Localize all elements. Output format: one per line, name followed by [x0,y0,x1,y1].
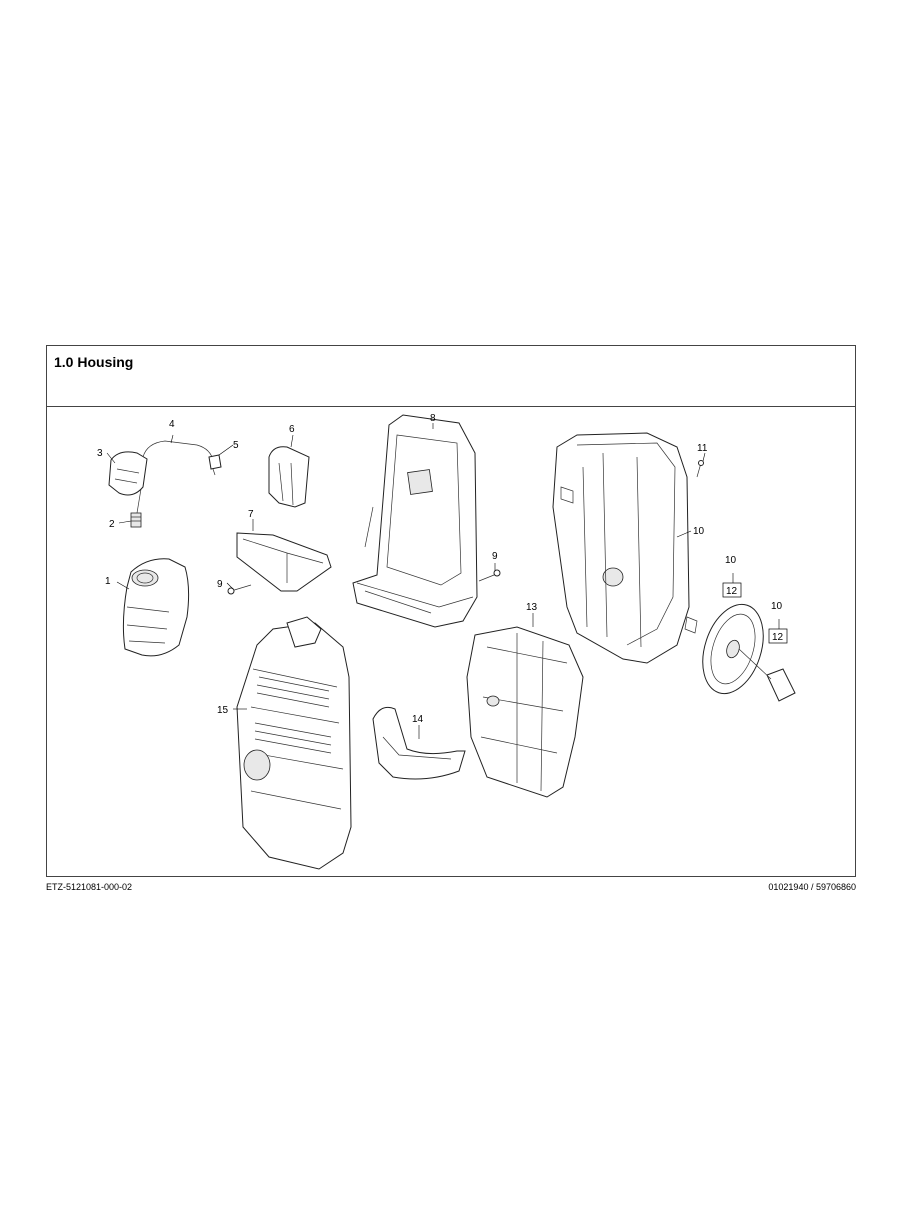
part-4-suction-hose [136,440,214,514]
leader-lines [106,423,780,739]
page-title: 1.0 Housing [54,354,134,370]
callout-1: 1 [105,576,111,587]
part-1-detergent-tank [122,558,190,657]
part-3-clip [108,451,148,496]
part-2-filter [130,512,142,528]
footer-part-numbers: 01021940 / 59706860 [768,882,856,892]
part-7-accessory-tray [236,532,332,592]
part-12-axle [738,648,796,702]
callout-13: 13 [526,602,538,613]
part-9-screw-left [227,584,252,595]
callout-10-c: 10 [771,601,783,612]
part-6-hose-holder [268,446,310,508]
callout-3: 3 [97,448,103,459]
part-15-front-housing [236,616,352,870]
callout-6: 6 [289,424,295,435]
callout-5: 5 [233,440,239,451]
footer-document-code: ETZ-5121081-000-02 [46,882,133,892]
part-13-inner-chassis [466,626,584,798]
callout-9-left: 9 [217,579,223,590]
callout-12-a-box [722,582,742,598]
callout-11: 11 [697,443,708,454]
callout-7: 7 [248,509,254,520]
callout-labels: 1 2 3 4 5 6 7 9 8 9 11 10 10 12 10 12 13… [97,413,788,725]
title-band: 1.0 Housing [47,346,855,407]
part-14-bracket [372,706,466,780]
callout-14: 14 [412,714,424,725]
callout-10-b: 10 [725,555,737,566]
callout-4: 4 [169,419,175,430]
part-8-front-cover [352,414,478,628]
part-11-screw [696,460,704,478]
exploded-view-drawing: 1 2 3 4 5 6 7 9 8 9 11 10 10 12 10 12 13… [47,407,855,876]
callout-8: 8 [430,413,436,424]
diagram-frame: 1.0 Housing [46,345,856,877]
callout-9-right: 9 [492,551,498,562]
part-rear-housing [552,432,698,664]
callout-12-b-box [768,628,788,644]
callout-15: 15 [217,705,229,716]
callout-10-a: 10 [693,526,705,537]
part-10-wheel [702,603,764,695]
part-5-connector [208,454,222,476]
callout-2: 2 [109,519,115,530]
callout-12-a: 12 [726,586,738,597]
part-9-screw-right [478,569,501,582]
callout-12-b: 12 [772,632,784,643]
